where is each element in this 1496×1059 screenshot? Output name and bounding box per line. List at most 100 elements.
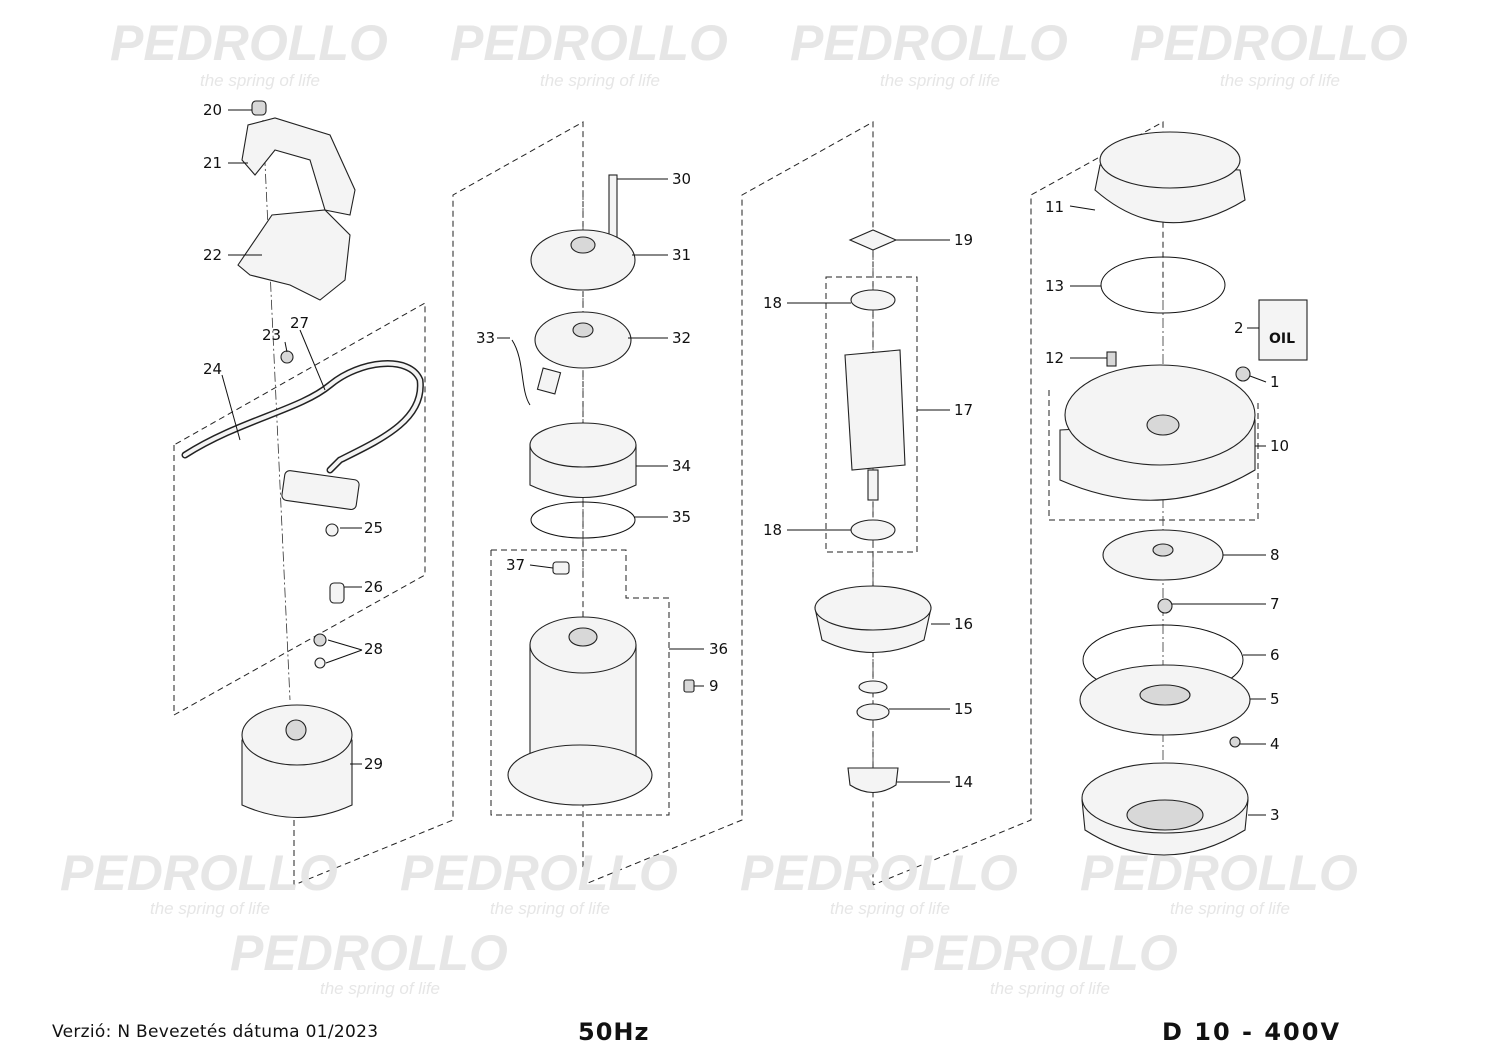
part-3-opening [1126,799,1204,831]
label-5: 5 [1270,690,1280,708]
label-28: 28 [364,640,383,658]
label-22: 22 [203,246,222,264]
part-labels: 20 21 22 23 27 24 25 26 28 29 30 31 32 3… [203,101,1289,824]
part-23-nut [280,350,294,364]
label-15: 15 [954,700,973,718]
label-20: 20 [203,101,222,119]
label-8: 8 [1270,546,1280,564]
part-32-cover [534,311,632,369]
part-9-screw [683,679,695,693]
label-32: 32 [672,329,691,347]
part-1-oil-plug [1235,366,1251,382]
part-18-bearing-upper [850,289,896,311]
label-26: 26 [364,578,383,596]
part-8-hub [1152,543,1174,557]
label-18-upper: 18 [763,294,782,312]
frequency-text: 50Hz [578,1018,650,1046]
label-31: 31 [672,246,691,264]
part-37-plug [552,561,570,575]
label-24: 24 [203,360,222,378]
watermark-brand: PEDROLLO [450,15,728,71]
watermark-tagline: the spring of life [1220,71,1340,90]
part-17-rotor [844,349,906,471]
watermark-brand: PEDROLLO [400,845,678,901]
part-25-washer [325,523,339,537]
label-23: 23 [262,326,281,344]
label-25: 25 [364,519,383,537]
part-4-screw [1229,736,1241,748]
label-27: 27 [290,314,309,332]
label-4: 4 [1270,735,1280,753]
leader-lines [221,109,1267,816]
watermark-brand: PEDROLLO [1080,845,1358,901]
label-10: 10 [1270,437,1289,455]
label-6: 6 [1270,646,1280,664]
part-33-module [536,367,562,395]
watermark-tagline: the spring of life [200,71,320,90]
label-13: 13 [1045,277,1064,295]
watermark-tagline: the spring of life [880,71,1000,90]
part-15-seal-ring [856,703,890,721]
part-13-o-ring [1100,256,1226,314]
oil-label: OIL [1269,331,1295,347]
part-31-cover [530,229,636,291]
label-14: 14 [954,773,973,791]
part-14-sleeve [847,767,899,794]
part-12-plug [1106,351,1117,367]
watermark-tagline: the spring of life [150,899,270,918]
watermark-tagline: the spring of life [490,899,610,918]
watermark-tagline: the spring of life [1170,899,1290,918]
part-5-bore [1139,684,1191,706]
part-33-sensor [511,339,531,406]
label-18-lower: 18 [763,521,782,539]
part-10-hub [1146,414,1180,436]
part-32-hub [572,322,594,338]
label-2: 2 [1234,319,1244,337]
column-4-parts: OIL [1059,131,1308,856]
part-3-top [1081,762,1249,834]
label-3: 3 [1270,806,1280,824]
watermark-brand: PEDROLLO [900,925,1178,981]
part-26-connector [329,582,345,604]
watermark-tagline: the spring of life [320,979,440,998]
watermark-brand: PEDROLLO [740,845,1018,901]
label-16: 16 [954,615,973,633]
part-29-bore [285,719,307,741]
version-text: Verzió: N Bevezetés dátuma 01/2023 [52,1022,379,1042]
label-9: 9 [709,677,719,695]
part-21-handle [241,117,356,216]
label-34: 34 [672,457,691,475]
watermark-tagline: the spring of life [830,899,950,918]
part-28-washer [314,657,326,669]
watermark-brand: PEDROLLO [110,15,388,71]
model-text: D 10 - 400V [1162,1018,1342,1046]
column-3-parts [814,229,932,794]
part-24-cable [181,360,424,474]
part-7-nut [1157,598,1173,614]
part-18-bearing-lower [850,519,896,541]
watermark-tagline: the spring of life [540,71,660,90]
label-7: 7 [1270,595,1280,613]
part-34-top [529,422,637,468]
label-30: 30 [672,170,691,188]
part-25-cable-gland [281,470,360,511]
label-12: 12 [1045,349,1064,367]
label-35: 35 [672,508,691,526]
part-31-hub [570,236,596,254]
label-37: 37 [506,556,525,574]
label-1: 1 [1270,373,1280,391]
column-1-parts [181,100,424,818]
part-11-top [1099,131,1241,189]
part-20-cap [251,100,267,116]
label-11: 11 [1045,198,1064,216]
